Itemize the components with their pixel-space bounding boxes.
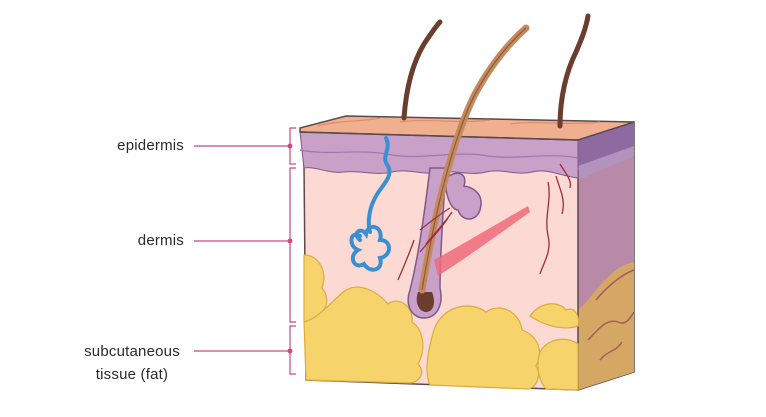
label-subcutaneous-line1: subcutaneous	[84, 343, 180, 360]
layer-brackets	[289, 127, 296, 375]
blood-vessels	[397, 163, 572, 281]
epidermis-layer	[299, 115, 635, 179]
arrector-pili-muscle	[434, 206, 530, 276]
label-epidermis: epidermis	[117, 137, 184, 154]
hair-shafts	[401, 13, 591, 129]
fat-layer	[303, 254, 580, 391]
sweat-gland	[349, 136, 392, 272]
label-subcutaneous-tissue: subcutaneous tissue (fat)	[74, 340, 190, 386]
leader-lines	[194, 145, 290, 352]
label-dermis: dermis	[137, 232, 184, 249]
label-subcutaneous-line2: tissue (fat)	[95, 366, 169, 383]
block-side-face	[577, 120, 635, 392]
leader-dots	[287, 143, 293, 354]
